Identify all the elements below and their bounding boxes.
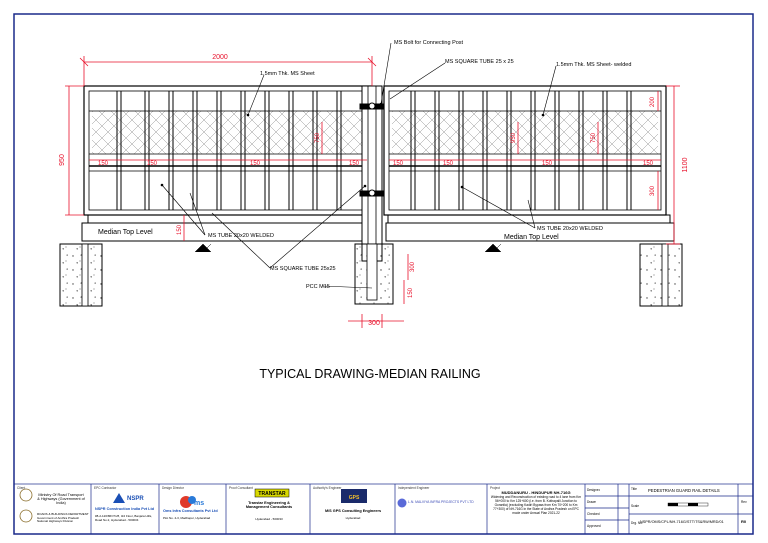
- dim-150-a: 150: [98, 161, 109, 167]
- emblem-icon: [19, 509, 33, 523]
- dim-2000: 2000: [212, 54, 228, 61]
- note-ms-sheet-right: 1.5mm Thk. MS Sheet- welded: [556, 62, 631, 68]
- gps-logo-text: GPS: [349, 495, 360, 501]
- transtar-logo: [254, 488, 290, 498]
- dim-150-f: 150: [443, 161, 454, 167]
- ln-logo: [397, 498, 407, 508]
- title-text: PEDESTRIAN GUARD RAIL DETAILS: [648, 488, 720, 493]
- note-ms-square-top: MS SQUARE TUBE 25 x 25: [445, 59, 514, 65]
- dim-300-bottom: 300: [368, 320, 380, 327]
- ie-header: Independent Engineer: [398, 486, 430, 490]
- contractor-name: NSPR Construction India Pvt Ltd: [95, 507, 155, 511]
- contractor-header: EPC Contractor: [94, 486, 117, 490]
- drawn-label: Drawn: [587, 500, 597, 504]
- dim-200: 200: [650, 96, 656, 107]
- drawing-title: TYPICAL DRAWING-MEDIAN RAILING: [259, 367, 480, 381]
- design-header: Design Director: [162, 486, 184, 490]
- dim-300-right: 300: [650, 185, 656, 196]
- dimension-lines: [65, 56, 680, 328]
- authority-cell: Authority's Engineer M/S GPS Consulting …: [311, 485, 394, 533]
- note-median-right: Median Top Level: [504, 234, 559, 241]
- dim-150-h: 150: [643, 161, 654, 167]
- designed-label: Designed: [587, 488, 601, 492]
- scale-bar: [667, 502, 709, 507]
- note-ms-sheet-left: 1.5mm Thk. MS Sheet: [260, 71, 315, 77]
- project-title: MUDDANURU - HINDUPUR NH-716G: [501, 490, 571, 495]
- client-department: ROADS & BUILDINGS DEPARTMENT Government …: [37, 512, 89, 524]
- logos: [19, 488, 407, 523]
- dim-950: 950: [59, 154, 66, 166]
- note-ms-tube-left: MS TUBE 20x20 WELDED: [208, 233, 274, 239]
- contractor-address: #8-2-120/86/7/C/8, 3rd Floor, Banjara Hi…: [95, 514, 153, 522]
- design-address: Plot No. 4-3, Madhapur, Hyderabad: [163, 516, 211, 520]
- note-median-left: Median Top Level: [98, 229, 153, 236]
- oms-logo-text: ms: [194, 500, 204, 507]
- ie-cell: Independent Engineer L.N. MALVIYA INFRA …: [396, 485, 486, 533]
- emblem-icon: [19, 488, 33, 502]
- dim-150-left: 150: [177, 224, 183, 235]
- proof-cell: Proof Consultant Transtar Engineering & …: [227, 485, 309, 533]
- footings: [59, 243, 683, 307]
- transtar-logo-text: TRANSTAR: [258, 491, 286, 497]
- nspr-logo-text: NSPR: [127, 496, 144, 502]
- ie-name: L.N. MALVIYA INFRA PROJECTS PVT LTD: [408, 500, 474, 504]
- title-label: Title: [631, 487, 637, 491]
- dim-150-b: 150: [147, 161, 158, 167]
- proof-header: Proof Consultant: [229, 486, 253, 490]
- note-ms-square-bottom: MS SQUARE TUBE 25x25: [270, 266, 336, 272]
- oms-logo-b: [188, 496, 196, 504]
- ground-hatch: [194, 243, 502, 253]
- gps-logo: [341, 489, 367, 503]
- dim-150-mid: 150: [408, 287, 414, 298]
- scale-label: Scale: [631, 504, 639, 508]
- note-ms-bolt: MS Bolt for Connecting Post: [394, 40, 464, 46]
- design-cell: Design Director Oms Infra Consultants Pv…: [160, 485, 225, 533]
- project-description: Widening and Reconstruction of existing …: [490, 495, 582, 515]
- project-cell: Project MUDDANURU - HINDUPUR NH-716G Wid…: [488, 485, 584, 533]
- railing-right-panel: [383, 85, 667, 216]
- dim-150-e: 150: [393, 161, 404, 167]
- drg-number: NSPR/OMS/CPL/NH-716G/STT/TS&RW/MRD/01: [640, 520, 724, 524]
- leader-dots: [160, 102, 545, 189]
- project-header: Project: [490, 486, 500, 490]
- note-ms-tube-right: MS TUBE 20x20 WELDED: [537, 226, 603, 232]
- note-pcc: PCC M15: [306, 284, 330, 290]
- nspr-logo: [113, 493, 125, 503]
- authority-name: M/S GPS Consulting Engineers: [324, 509, 382, 513]
- authority-header: Authority's Engineer: [313, 486, 342, 490]
- title-block-grid: [13, 483, 754, 535]
- drg-label: Drg. No.: [631, 521, 643, 525]
- authority-address: Hyderabad: [345, 516, 361, 520]
- proof-address: Hyderabad - 500033: [255, 517, 283, 521]
- design-name: Oms Infra Consultants Pvt Ltd: [163, 509, 218, 513]
- leader-lines: [161, 42, 557, 289]
- client-cell: Client Ministry Of Road Transport & High…: [15, 485, 90, 533]
- dim-950-mid: 950: [511, 132, 517, 143]
- dim-300-mid: 300: [410, 261, 416, 272]
- checked-label: Checked: [587, 512, 600, 516]
- rev-value: R0: [741, 519, 747, 524]
- client-name: Ministry Of Road Transport & Highways (G…: [37, 493, 85, 506]
- rev-label: Rev: [741, 500, 747, 504]
- contractor-cell: EPC Contractor NSPR Construction India P…: [92, 485, 158, 533]
- client-header: Client: [17, 486, 26, 490]
- dim-150-c: 150: [250, 161, 261, 167]
- approved-label: Approved: [587, 524, 601, 528]
- railing-left-panel: [83, 85, 373, 216]
- proof-name: Transtar Engineering & Management Consul…: [245, 501, 293, 510]
- dim-150-g: 150: [542, 161, 553, 167]
- dim-1100: 1100: [682, 157, 689, 172]
- dim-750-right: 750: [591, 132, 597, 143]
- dim-150-d: 150: [349, 161, 360, 167]
- dim-750-left: 750: [315, 132, 321, 143]
